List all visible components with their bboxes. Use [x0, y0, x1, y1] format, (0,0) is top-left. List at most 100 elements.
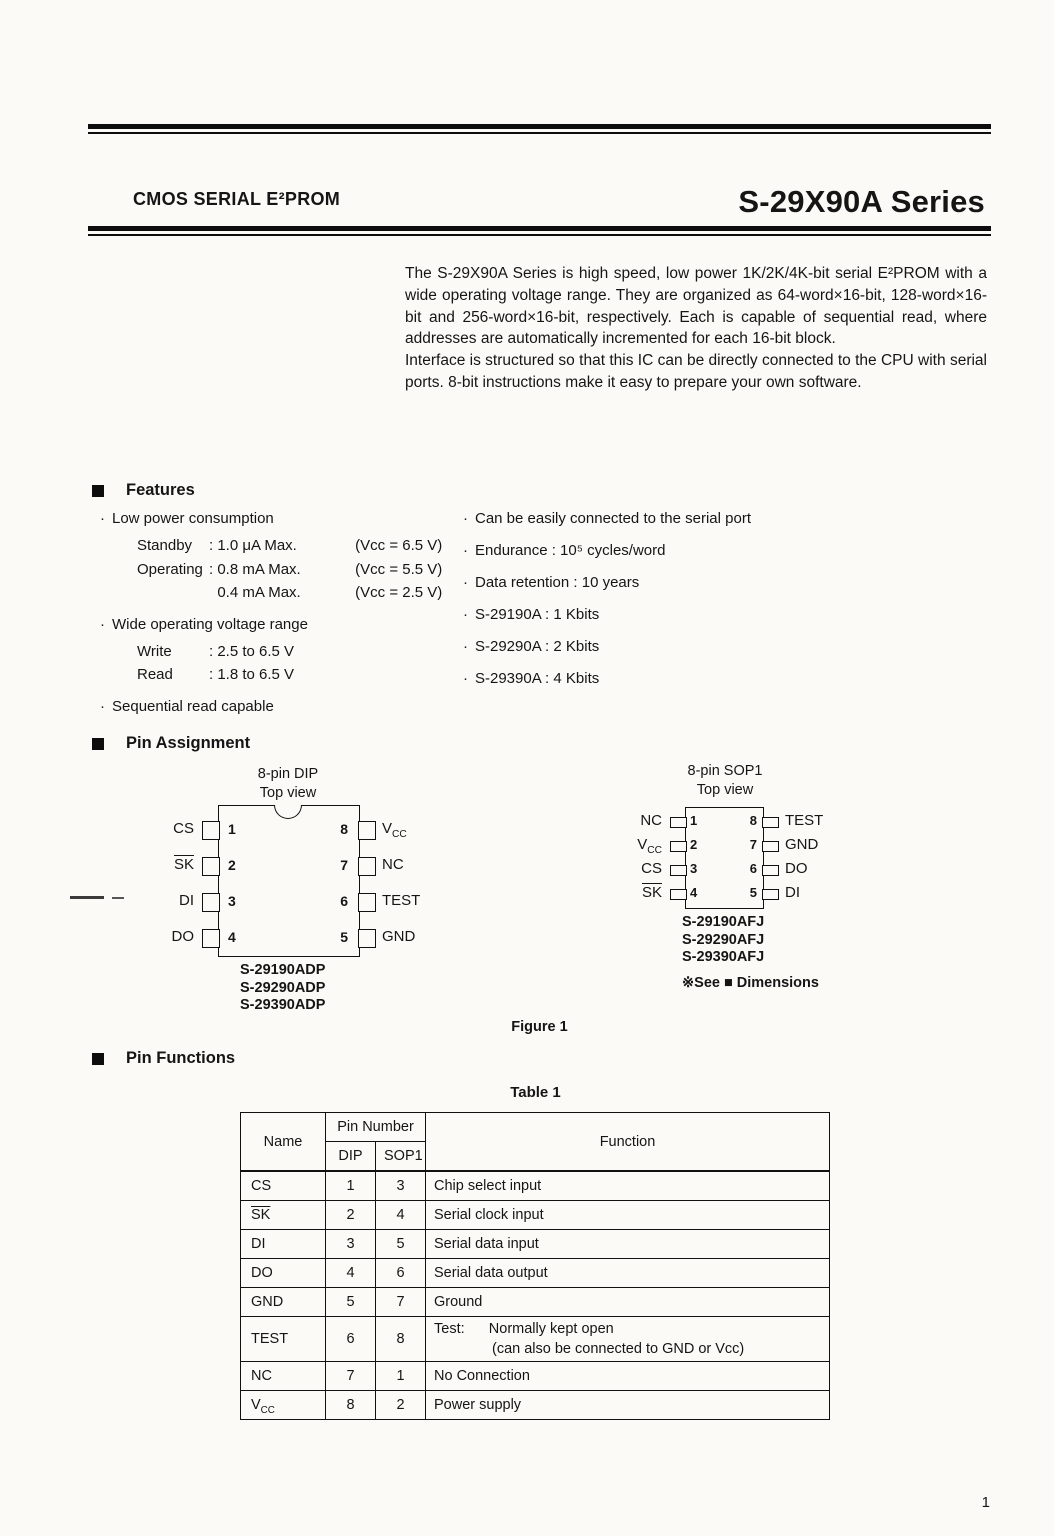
feature-text: S-29290A : 2 Kbits — [475, 638, 600, 655]
part-number: S-29190AFJ — [682, 914, 765, 930]
features-right: ·Can be easily connected to the serial p… — [463, 509, 883, 701]
pin-stub — [762, 816, 779, 828]
pin-label-text: NC — [640, 812, 662, 829]
feature-item: ·Can be easily connected to the serial p… — [463, 509, 883, 529]
function-line: Test: Normally kept open — [434, 1321, 614, 1337]
pin-label: CS — [590, 859, 662, 879]
features-heading-label: Features — [126, 481, 195, 499]
pin-sop1-cell: 2 — [375, 1390, 426, 1420]
pin-label: DI — [785, 883, 855, 903]
intro-paragraph-1: The S-29X90A Series is high speed, low p… — [405, 265, 987, 348]
pin-label: CS — [140, 819, 194, 839]
function-line: No Connection — [434, 1368, 530, 1384]
pin-label: DO — [785, 859, 855, 879]
pin-sop1-cell: 7 — [375, 1287, 426, 1317]
pin-label-text: VCC — [637, 836, 662, 856]
bullet-dot: · — [100, 615, 105, 633]
pin-dip-cell: 8 — [325, 1390, 376, 1420]
pin-functions-heading: Pin Functions — [92, 1049, 235, 1068]
pin-stub — [670, 816, 687, 828]
feature-item: ·S-29290A : 2 Kbits — [463, 637, 883, 657]
bullet-dot: · — [463, 606, 468, 623]
part-number: S-29390ADP — [240, 997, 326, 1013]
pin-label: TEST — [382, 891, 452, 911]
feature-detail: Read: 1.8 to 6.5 V — [100, 663, 450, 687]
doc-type-label: CMOS SERIAL E²PROM — [133, 189, 341, 209]
pin-assignment-heading-label: Pin Assignment — [126, 734, 251, 752]
pin-number: 2 — [690, 837, 698, 852]
pin-sop1-cell: 4 — [375, 1200, 426, 1230]
pin-function-cell: Serial clock input — [425, 1200, 830, 1230]
function-line: Chip select input — [434, 1178, 542, 1194]
pin-function-cell: Power supply — [425, 1390, 830, 1420]
feature-item: · Endurance : 10⁵ cycles/word — [463, 541, 883, 561]
pin-dip-cell: 4 — [325, 1258, 376, 1288]
rule-thin-bar — [88, 234, 991, 236]
feature-detail: Operating: 0.8 mA Max. (Vcc = 5.5 V) — [100, 558, 450, 582]
chip-subtitle: Top view — [696, 782, 754, 798]
part-number: S-29290ADP — [240, 979, 326, 996]
pin-sop1-cell: 6 — [375, 1258, 426, 1288]
pin-stub — [762, 840, 779, 852]
pin-function-cell: Serial data output — [425, 1258, 830, 1288]
bullet-dot: · — [463, 670, 468, 687]
part-number: S-29190ADP — [240, 962, 326, 978]
function-line: Serial data output — [434, 1265, 548, 1281]
table-header-function: Function — [425, 1112, 830, 1172]
pin-stub — [670, 840, 687, 852]
pin-label-text: CS — [251, 1178, 272, 1194]
pin-label: DO — [140, 927, 195, 947]
pin-function-cell: Ground — [425, 1287, 830, 1317]
pin-label-text: CS — [173, 820, 194, 837]
bullet-dot: · — [463, 542, 468, 559]
pin-dip-cell: 7 — [325, 1361, 376, 1391]
pin-stub — [670, 864, 687, 876]
pin-function-cell: Test: Normally kept open (can also be con… — [425, 1316, 830, 1362]
chip-body — [685, 807, 764, 909]
pin-functions-heading-label: Pin Functions — [126, 1049, 236, 1067]
pin-dip-cell: 5 — [325, 1287, 376, 1317]
pin-dip-cell: 2 — [325, 1200, 376, 1230]
scan-dash — [112, 897, 124, 899]
pin-name-cell: TEST — [240, 1316, 326, 1362]
header-rule — [88, 226, 991, 236]
function-line: Serial data input — [434, 1236, 539, 1252]
pin-sop1-cell: 5 — [375, 1229, 426, 1259]
pin-stub — [358, 892, 376, 912]
pin-label-text: SK — [641, 884, 662, 901]
page-header: CMOS SERIAL E²PROM S-29X90A Series — [88, 140, 991, 220]
feature-detail: 0.4 mA Max. (Vcc = 2.5 V) — [100, 581, 450, 605]
table-header-dip: DIP — [325, 1141, 376, 1172]
pin-label-text: TEST — [251, 1331, 289, 1347]
function-line: (can also be connected to GND or Vcc) — [492, 1341, 745, 1357]
feature-detail-label: Read — [137, 666, 173, 683]
part-number: S-29390AFJ — [682, 949, 765, 965]
pin-number: 1 — [228, 821, 236, 837]
feature-detail-label: Standby — [137, 537, 193, 554]
feature-text: Endurance : 10⁵ cycles/word — [475, 542, 666, 559]
function-line: Ground — [434, 1294, 483, 1310]
top-rule — [88, 124, 991, 134]
page-title: S-29X90A Series — [738, 184, 985, 219]
chip-title: 8-pin DIP — [257, 766, 319, 782]
chip-body — [218, 805, 360, 957]
chip-subtitle: Top view — [259, 785, 317, 801]
pin-label-text: DO — [171, 928, 195, 945]
feature-detail: Standby: 1.0 μA Max. (Vcc = 6.5 V) — [100, 534, 450, 558]
pin-number: 8 — [749, 813, 757, 828]
feature-item: ·Data retention : 10 years — [463, 573, 883, 593]
pin-name-cell: CS — [240, 1170, 326, 1201]
feature-detail-value: : 2.5 to 6.5 V — [209, 642, 295, 660]
pin-assignment-heading: Pin Assignment — [92, 734, 250, 753]
pin-name-cell: DI — [240, 1229, 326, 1259]
page-number: 1 — [981, 1494, 990, 1511]
pin-label-text: DO — [251, 1265, 273, 1281]
pin-number: 3 — [228, 893, 236, 909]
pin-dip-cell: 1 — [325, 1170, 376, 1201]
pin-name-cell: GND — [240, 1287, 326, 1317]
